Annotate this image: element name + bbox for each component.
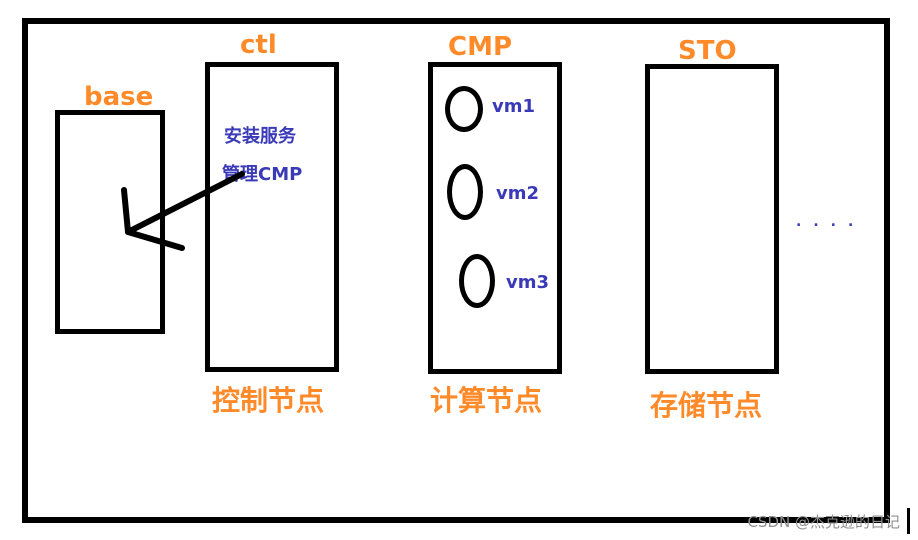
ctl-install-service-text: 安装服务 (224, 126, 296, 147)
sto-caption: 存储节点 (650, 389, 763, 422)
vm1-label: vm1 (492, 96, 536, 117)
csdn-watermark: CSDN @杰克逊的日记 (747, 513, 900, 531)
sto-title: STO (678, 36, 737, 66)
sto-node-box (645, 64, 779, 374)
vm2-label: vm2 (496, 183, 540, 204)
watermark-bar (907, 508, 910, 534)
base-title: base (84, 82, 154, 112)
cmp-title: CMP (448, 32, 513, 62)
ctl-node-box (205, 62, 339, 372)
ctl-manage-cmp-text: 管理CMP (222, 164, 303, 185)
vm1-circle (445, 86, 483, 132)
cmp-caption: 计算节点 (430, 384, 543, 417)
ctl-title: ctl (240, 30, 277, 60)
more-nodes-ellipsis: .... (796, 214, 866, 230)
base-node-box (55, 110, 165, 334)
vm2-circle (447, 164, 483, 220)
vm3-label: vm3 (506, 272, 550, 293)
cmp-node-box (428, 62, 562, 374)
vm3-circle (459, 254, 495, 308)
ctl-caption: 控制节点 (212, 384, 325, 417)
